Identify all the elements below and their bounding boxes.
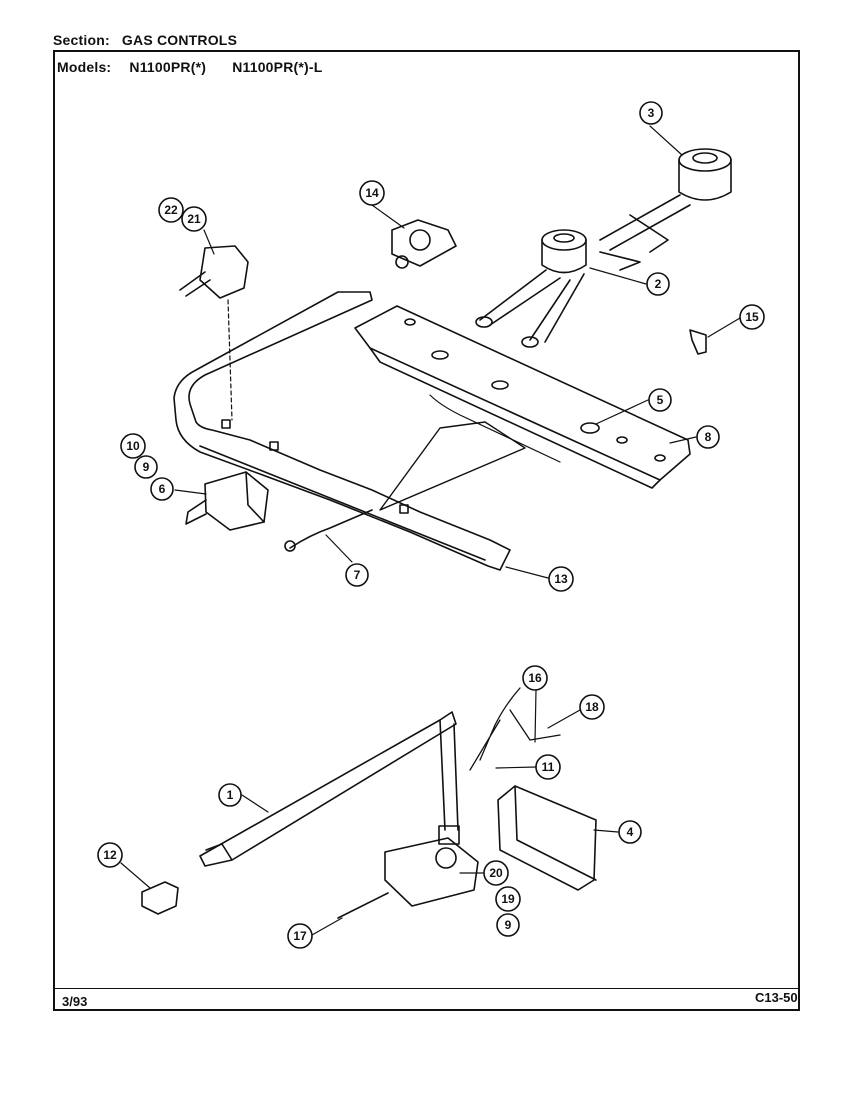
callout-17: 17 — [287, 923, 313, 949]
callouts: 3 2 5 8 15 14 22 21 10 9 6 7 13 16 18 11… — [97, 101, 765, 949]
callout-7: 7 — [345, 563, 369, 587]
svg-text:20: 20 — [489, 866, 503, 880]
svg-text:17: 17 — [293, 929, 307, 943]
callout-18: 18 — [579, 694, 605, 720]
svg-text:11: 11 — [542, 760, 555, 774]
valve-6 — [185, 471, 269, 531]
model-1: N1100PR(*) — [129, 59, 207, 75]
footer-date: 3/93 — [62, 994, 88, 1009]
callout-3: 3 — [639, 101, 663, 125]
burner-bracket — [354, 305, 691, 489]
svg-text:8: 8 — [705, 430, 712, 444]
diagram-frame — [53, 50, 800, 1011]
burner-assembly — [475, 148, 732, 348]
svg-text:7: 7 — [354, 568, 361, 582]
leader-lines — [120, 125, 741, 936]
models-label: Models: — [57, 59, 112, 75]
svg-text:2: 2 — [655, 277, 662, 291]
section-line: Section: GAS CONTROLS — [53, 32, 237, 48]
svg-text:5: 5 — [657, 393, 664, 407]
svg-text:16: 16 — [528, 671, 542, 685]
wiring — [469, 687, 561, 771]
bracket-4 — [497, 785, 597, 891]
callout-11: 11 — [535, 754, 561, 780]
footer-rule — [55, 988, 798, 989]
section-label: Section: — [53, 32, 110, 48]
svg-text:14: 14 — [365, 186, 379, 200]
footer-code: C13-50 — [755, 990, 798, 1005]
callout-10: 10 — [120, 433, 146, 459]
callout-13: 13 — [548, 566, 574, 592]
thermostat — [337, 837, 479, 919]
svg-text:10: 10 — [126, 439, 140, 453]
section-value: GAS CONTROLS — [121, 32, 238, 48]
igniter-wire — [289, 509, 373, 549]
callout-19: 19 — [495, 886, 521, 912]
svg-text:9: 9 — [505, 918, 512, 932]
callout-15: 15 — [739, 304, 765, 330]
models-line: Models: N1100PR(*) N1100PR(*)-L — [57, 59, 323, 75]
svg-text:13: 13 — [554, 572, 568, 586]
svg-text:19: 19 — [501, 892, 515, 906]
oven-tube — [199, 711, 460, 867]
callout-8: 8 — [696, 425, 720, 449]
svg-text:6: 6 — [159, 482, 166, 496]
valve-14 — [391, 219, 457, 269]
svg-text:21: 21 — [187, 212, 201, 226]
svg-text:3: 3 — [648, 106, 655, 120]
model-2: N1100PR(*)-L — [232, 59, 323, 75]
callout-4: 4 — [618, 820, 642, 844]
svg-text:22: 22 — [164, 203, 178, 217]
svg-text:1: 1 — [227, 788, 234, 802]
svg-text:9: 9 — [143, 460, 150, 474]
svg-text:4: 4 — [627, 825, 634, 839]
callout-9-lower: 9 — [496, 913, 520, 937]
svg-text:12: 12 — [103, 848, 117, 862]
callout-14: 14 — [359, 180, 385, 206]
clip-15 — [689, 329, 707, 355]
callout-21: 21 — [181, 206, 207, 232]
callout-12: 12 — [97, 842, 123, 868]
callout-22: 22 — [158, 197, 184, 223]
switch-21 — [179, 245, 249, 421]
bracket-12 — [141, 881, 179, 915]
manifold-frame — [173, 291, 511, 571]
svg-text:15: 15 — [745, 310, 759, 324]
callout-9-upper: 9 — [134, 455, 158, 479]
callout-1: 1 — [218, 783, 242, 807]
callout-6: 6 — [150, 477, 174, 501]
svg-text:18: 18 — [585, 700, 599, 714]
callout-2: 2 — [646, 272, 670, 296]
callout-20: 20 — [483, 860, 509, 886]
callout-5: 5 — [648, 388, 672, 412]
callout-16: 16 — [522, 665, 548, 691]
